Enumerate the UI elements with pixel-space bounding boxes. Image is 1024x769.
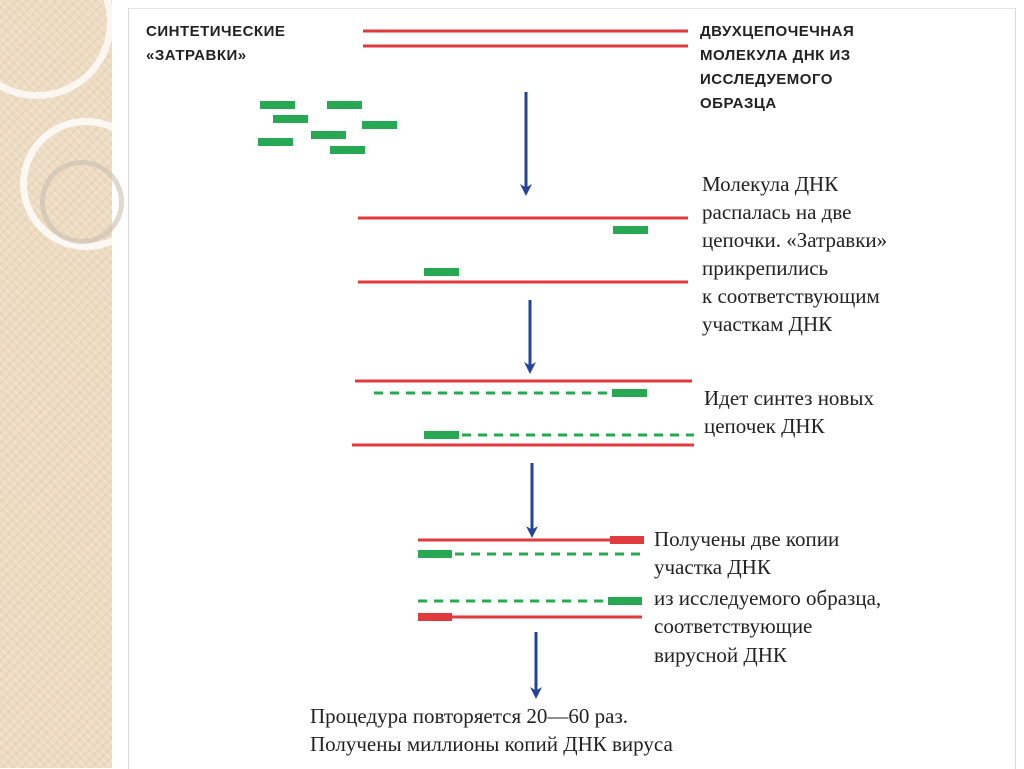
primer	[424, 431, 459, 439]
step1-label-line1: Молекула ДНК	[702, 172, 839, 196]
slide-canvas	[128, 8, 1016, 769]
sample-label-line1: ДВУХЦЕПОЧЕЧНАЯ	[700, 23, 854, 40]
step3-label-line4: соответствующие	[654, 614, 812, 638]
step1-label-line3: цепочки. «Затравки»	[702, 228, 887, 252]
final-section: Процедура повторяется 20—60 раз. Получен…	[310, 704, 673, 756]
step3-label-line3: из исследуемого образца,	[654, 586, 881, 610]
primer	[260, 101, 295, 109]
strand-end-segment	[610, 536, 644, 544]
sample-label-line3: ИССЛЕДУЕМОГО	[700, 71, 833, 88]
step1-label-line6: участкам ДНК	[702, 312, 833, 336]
primer	[608, 597, 642, 605]
step1-label-line5: к соответствующим	[702, 284, 880, 308]
step3-section: Получены две копии участка ДНК из исслед…	[418, 527, 881, 667]
primer	[612, 389, 647, 397]
decorative-side-panel	[0, 0, 152, 768]
step2-label-line1: Идет синтез новых	[704, 386, 874, 410]
step3-label-line1: Получены две копии	[654, 527, 839, 551]
primer	[362, 121, 397, 129]
sample-label-line2: МОЛЕКУЛА ДНК ИЗ	[700, 47, 851, 64]
step3-label-line5: вирусной ДНК	[654, 643, 788, 667]
primer	[424, 268, 459, 276]
step2-label-line2: цепочек ДНК	[704, 414, 826, 438]
step1-label-line2: распалась на две	[702, 200, 851, 224]
final-label-line2: Получены миллионы копий ДНК вируса	[310, 732, 673, 756]
free-primers	[258, 101, 397, 154]
decorative-ring	[40, 160, 124, 244]
step3-label-line2: участка ДНК	[654, 555, 772, 579]
step2-section: Идет синтез новых цепочек ДНК	[352, 379, 874, 447]
primer	[273, 115, 308, 123]
primers-label-line1: СИНТЕТИЧЕСКИЕ	[146, 23, 285, 40]
primer	[311, 131, 346, 139]
header-section: СИНТЕТИЧЕСКИЕ «ЗАТРАВКИ» ДВУХЦЕПОЧЕЧНАЯ …	[146, 23, 854, 154]
primer	[258, 138, 293, 146]
step1-label-line4: прикрепились	[702, 256, 828, 280]
step1-section: Молекула ДНК распалась на две цепочки. «…	[358, 172, 887, 336]
primer	[418, 550, 452, 558]
sample-label-line4: ОБРАЗЦА	[700, 95, 777, 112]
strand-end-segment	[418, 613, 452, 621]
primer	[613, 226, 648, 234]
primers-label-line2: «ЗАТРАВКИ»	[146, 47, 247, 64]
primer	[330, 146, 365, 154]
final-label-line1: Процедура повторяется 20—60 раз.	[310, 704, 628, 728]
primer	[327, 101, 362, 109]
